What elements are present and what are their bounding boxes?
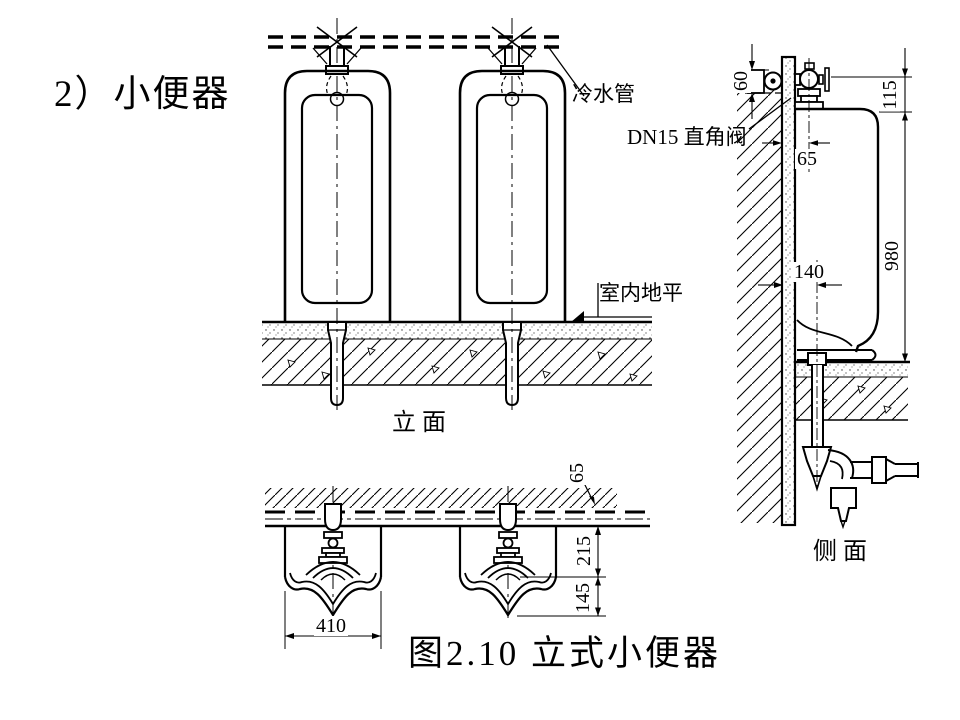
- label-angle-valve: DN15 直角阀: [627, 125, 747, 149]
- dim-140: 140: [792, 261, 826, 283]
- drain-pipe-right: [502, 321, 522, 406]
- plan-drawing: [265, 482, 650, 649]
- side-dims-115-980: [831, 48, 912, 362]
- elevation-floor-slab: [262, 320, 652, 386]
- label-indoor-floor-level: 室内地平: [599, 281, 683, 305]
- figure-caption: 图2.10 立式小便器: [408, 634, 722, 673]
- dim-980: 980: [881, 239, 903, 273]
- side-wall: [780, 55, 797, 527]
- side-wall-hatch: [737, 76, 782, 523]
- plan-dim-410: [284, 591, 382, 649]
- dim-65-plan: 65: [566, 461, 588, 485]
- dim-410: 410: [314, 615, 348, 637]
- cold-water-leader: [546, 44, 585, 97]
- side-drawing: [737, 44, 919, 530]
- dim-215: 215: [573, 534, 595, 568]
- dim-60: 60: [730, 69, 752, 93]
- drain-trap: [801, 352, 919, 530]
- label-side-view: 侧面: [813, 539, 873, 565]
- drain-pipe-left: [327, 321, 347, 406]
- angle-valve-leader: [748, 97, 792, 130]
- angle-valve: [794, 62, 830, 110]
- dim-65-side: 65: [795, 148, 819, 170]
- label-cold-water-pipe: 冷水管: [572, 82, 635, 106]
- slide-title: 2）小便器: [54, 74, 231, 115]
- plan-dims-215-145: [517, 526, 606, 617]
- plan-dim-65: [583, 482, 595, 505]
- elevation-drawing: [262, 16, 652, 412]
- side-dim-140: [758, 260, 842, 490]
- dim-145: 145: [572, 581, 594, 615]
- cleanout-plug: [830, 487, 857, 522]
- side-dim-60: [745, 44, 769, 119]
- dim-115: 115: [879, 78, 901, 112]
- label-elevation-view: 立面: [392, 410, 452, 436]
- plan-wall-hatch: [265, 488, 617, 508]
- floor-level-pointer: [571, 283, 652, 322]
- urinal-side-profile: [796, 107, 880, 361]
